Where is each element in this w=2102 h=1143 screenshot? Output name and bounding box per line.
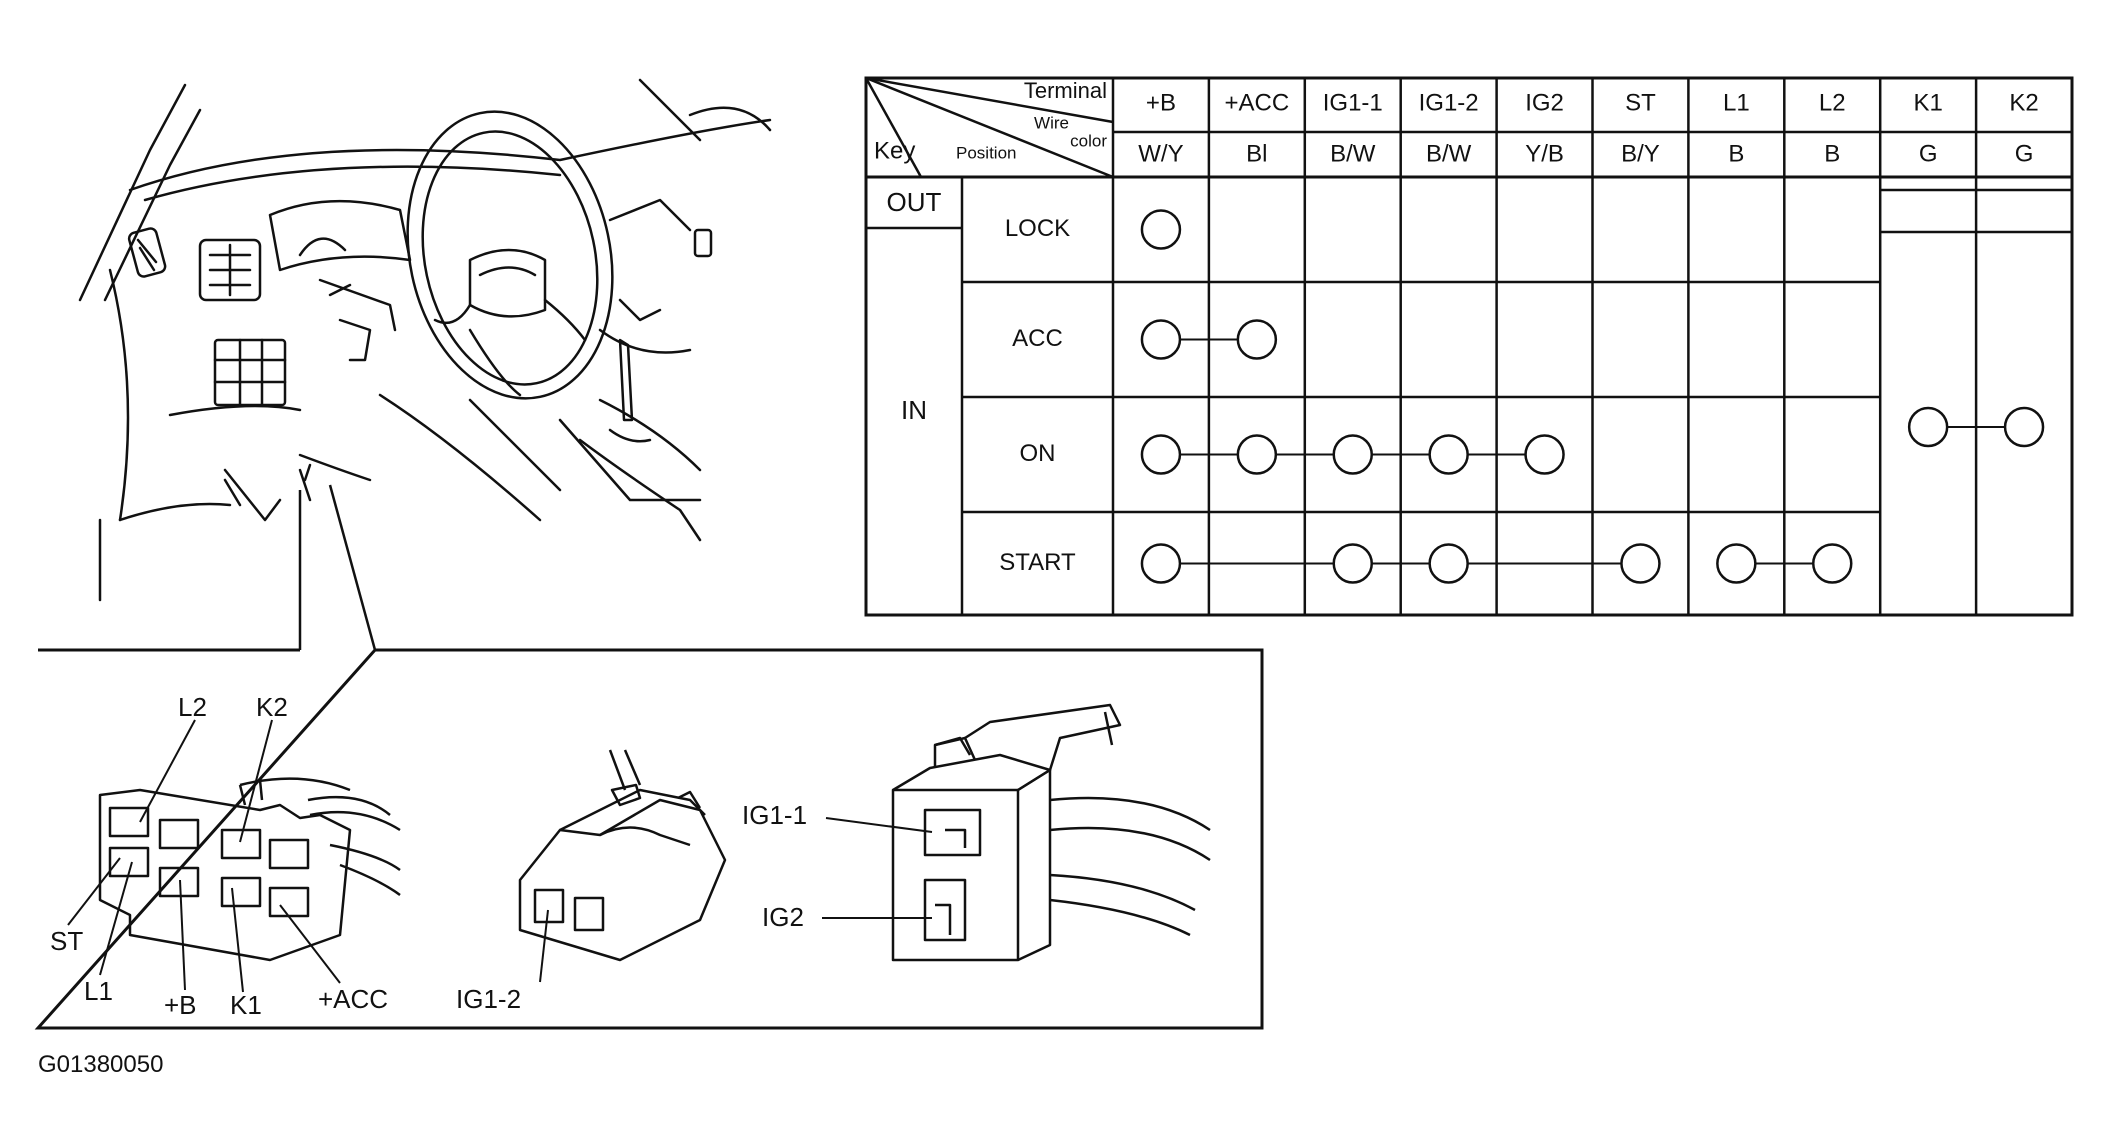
callout-lines — [298, 484, 377, 651]
continuity-circle-on-ig1-1 — [1332, 434, 1373, 475]
label-plus-b: +B — [164, 990, 197, 1020]
terminal-label-ig2: IG2 — [1525, 89, 1564, 116]
continuity-circle-on--b — [1140, 434, 1182, 475]
ig1-1-ig2-connector — [891, 703, 1211, 962]
continuity-circle-start-l1 — [1716, 543, 1757, 584]
continuity-circle-in-k1 — [1907, 406, 1949, 448]
continuity-circle-on-ig1-2 — [1428, 434, 1469, 475]
ig1-2-connector — [518, 749, 727, 962]
header-color-label: color — [1070, 131, 1107, 150]
wire-color-label-ig1-1: B/W — [1330, 140, 1376, 167]
wire-color-label-l2: B — [1824, 140, 1840, 167]
label-ig1-2: IG1-2 — [456, 984, 521, 1014]
continuity-circle-on--acc — [1236, 434, 1278, 475]
wire-color-label-ig2: Y/B — [1525, 140, 1564, 167]
position-label-start: START — [999, 549, 1076, 576]
wire-color-label-k2: G — [2015, 140, 2034, 167]
label-plus-acc: +ACC — [318, 984, 388, 1014]
continuity-circle-start-ig1-1 — [1332, 543, 1373, 584]
label-k1: K1 — [230, 990, 262, 1020]
terminal-label-ig1-2: IG1-2 — [1419, 89, 1479, 116]
connector-detail-panel: L2 K2 ST L1 +B K1 +ACC IG1-2 — [34, 648, 1264, 1030]
key-out-label: OUT — [887, 187, 942, 217]
ig1-2-callout — [539, 909, 549, 983]
header-key-label: Key — [874, 137, 915, 164]
header-diagonal-key — [864, 77, 923, 178]
label-k2: K2 — [256, 692, 288, 722]
continuity-circle-in-k2 — [2003, 406, 2045, 448]
main-connector-callouts — [67, 719, 341, 993]
header-wire-label: Wire — [1034, 113, 1069, 132]
header-diagonal-long — [865, 76, 1114, 179]
terminal-label-k2: K2 — [2009, 89, 2038, 116]
label-ig1-1: IG1-1 — [742, 800, 807, 830]
continuity-circle-on-ig2 — [1524, 434, 1565, 475]
terminal-label-st: ST — [1625, 89, 1656, 116]
table-border — [864, 76, 2074, 617]
dashboard-illustration — [78, 78, 772, 602]
continuity-circle-start--b — [1140, 543, 1182, 584]
label-ig2: IG2 — [762, 902, 804, 932]
key-in-label: IN — [901, 395, 927, 425]
continuity-circle-start-ig1-2 — [1428, 543, 1469, 584]
label-st: ST — [50, 926, 83, 956]
terminal-label-ig1-1: IG1-1 — [1323, 89, 1383, 116]
wire-color-label-ig1-2: B/W — [1426, 140, 1472, 167]
continuity-circle-lock--b — [1140, 209, 1182, 250]
terminal-label-k1: K1 — [1913, 89, 1942, 116]
figure-code: G01380050 — [38, 1051, 163, 1078]
wire-color-label-st: B/Y — [1621, 140, 1660, 167]
terminal-label-l2: L2 — [1819, 89, 1846, 116]
main-connector — [98, 777, 401, 962]
header-position-label: Position — [956, 143, 1016, 162]
continuity-circle-start-l2 — [1812, 543, 1853, 584]
label-l1: L1 — [84, 976, 113, 1006]
terminal-label--acc: +ACC — [1225, 89, 1290, 116]
continuity-circle-acc--acc — [1236, 319, 1278, 360]
wire-color-label-k1: G — [1919, 140, 1938, 167]
header-terminal-label: Terminal — [1024, 78, 1107, 103]
header-diagonal-short — [865, 76, 1114, 124]
ig1-1-callout — [825, 817, 933, 833]
position-label-acc: ACC — [1012, 325, 1063, 352]
terminal-label--b: +B — [1146, 89, 1176, 116]
position-label-on: ON — [1020, 440, 1056, 467]
wire-color-label--b: W/Y — [1138, 140, 1183, 167]
terminal-label-l1: L1 — [1723, 89, 1750, 116]
continuity-circle-acc--b — [1140, 319, 1182, 360]
wire-color-label-l1: B — [1728, 140, 1744, 167]
position-label-lock: LOCK — [1005, 215, 1070, 242]
wire-color-label--acc: Bl — [1246, 140, 1267, 167]
continuity-circle-start-st — [1620, 543, 1661, 584]
label-l2: L2 — [178, 692, 207, 722]
